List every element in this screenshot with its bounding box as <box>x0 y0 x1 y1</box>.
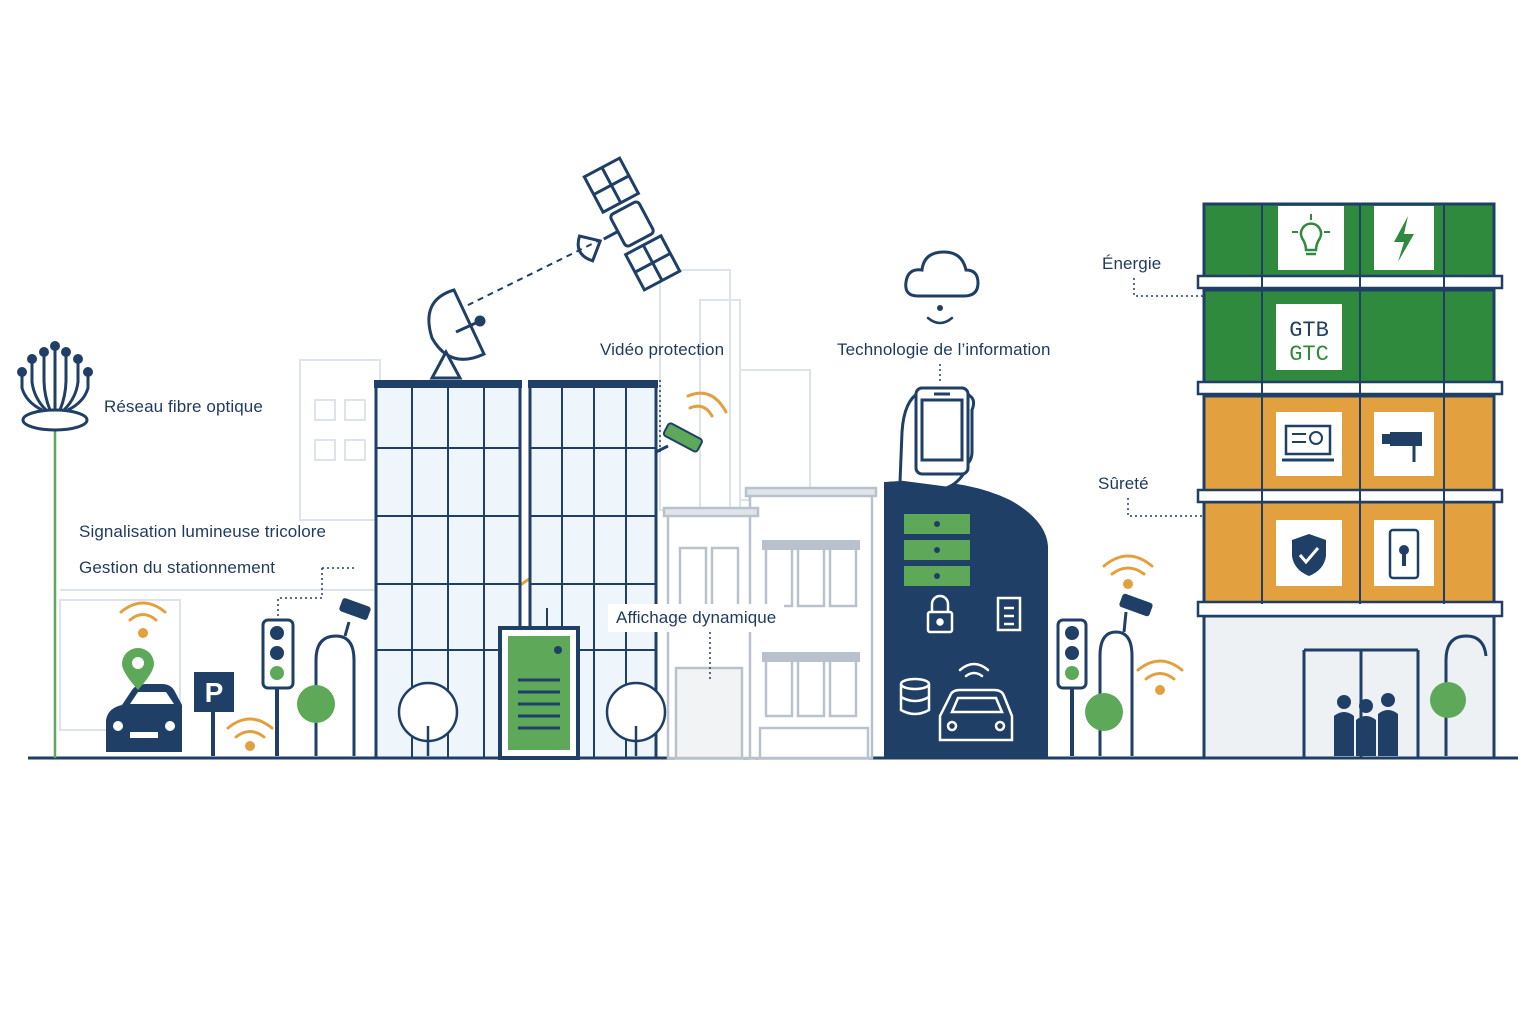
car-icon <box>106 684 182 752</box>
location-pin-icon <box>122 648 154 690</box>
traffic-light-icon <box>1056 618 1088 756</box>
label-security: Sûreté <box>1098 474 1149 493</box>
wifi-dots <box>138 579 1165 751</box>
label-video: Vidéo protection <box>600 340 725 359</box>
satellite-link <box>457 239 601 311</box>
label-parking: Gestion du stationnement <box>79 558 276 577</box>
street-lamp <box>1444 634 1488 756</box>
fiber-optic-icon <box>20 350 90 758</box>
parking-sign-icon <box>194 672 234 756</box>
door-lock-icon <box>1374 520 1434 586</box>
shop-awnings <box>762 540 860 662</box>
wifi-icon <box>958 662 990 678</box>
people-icon <box>1334 693 1398 756</box>
cloud-node <box>937 305 943 311</box>
laptop-search-icon <box>1276 412 1342 476</box>
gtc-label: GTC <box>1289 342 1329 367</box>
label-display: Affichage dynamique <box>608 604 785 632</box>
database-icon <box>899 677 931 716</box>
satellite-dish-icon <box>427 288 486 380</box>
camera-icon <box>1119 593 1153 633</box>
street-lamp <box>1098 630 1134 756</box>
label-it: Technologie de l’information <box>837 340 1051 359</box>
label-energy: Énergie <box>1102 254 1162 273</box>
traffic-light-icon <box>261 618 295 756</box>
satellite-icon <box>576 156 682 292</box>
shield-check-icon <box>1276 520 1342 586</box>
padlock-icon <box>926 594 954 634</box>
tree <box>1430 682 1466 718</box>
fiber-optic-nodes <box>17 341 93 377</box>
camera-icon <box>655 422 703 454</box>
server-leds <box>934 521 940 579</box>
camera-icon <box>339 598 371 620</box>
label-fiber: Réseau fibre optique <box>104 397 263 416</box>
smartphone-hand-icon <box>898 386 976 490</box>
gtb-gtc-panel <box>1276 304 1342 370</box>
tree <box>1085 693 1123 731</box>
lightbulb-icon <box>1278 206 1344 270</box>
car-icon <box>938 688 1014 742</box>
lightning-icon <box>1374 206 1434 270</box>
dynamic-display-kiosk <box>498 626 580 760</box>
label-leaders <box>277 278 1204 616</box>
security-camera-icon <box>1374 412 1434 476</box>
label-traffic-lights: Signalisation lumineuse tricolore <box>79 522 327 541</box>
street-lamp <box>314 621 356 756</box>
parking-sign-letter: P <box>205 677 224 708</box>
tall-building <box>1196 202 1504 760</box>
tree <box>297 685 335 723</box>
wifi-icon <box>926 316 954 325</box>
document-icon <box>996 596 1022 632</box>
cloud-icon <box>904 250 980 298</box>
gtb-label: GTB <box>1289 318 1329 343</box>
